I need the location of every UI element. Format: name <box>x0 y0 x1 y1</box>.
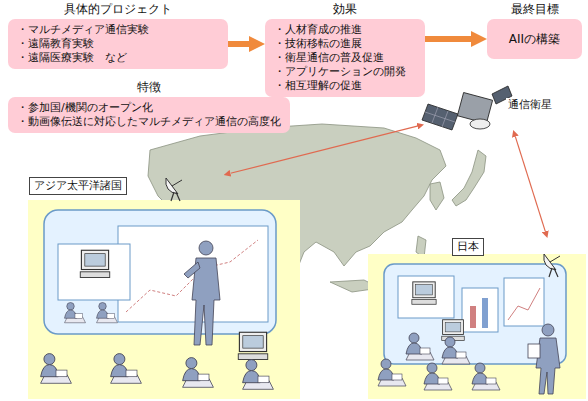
pink-box: ・マルチメディア通信実験・遠隔教育実験・遠隔医療実験 など <box>8 19 228 69</box>
flow-arrow <box>228 41 249 47</box>
bullet-text: ・アプリケーションの開発 <box>274 65 416 79</box>
asia-panel: アジア太平洋諸国 <box>25 175 300 399</box>
student-figure <box>183 358 214 388</box>
screen-frame <box>384 264 566 364</box>
remote-pc <box>80 250 109 277</box>
satellite-label: 通信衛星 <box>506 98 554 112</box>
bullet-text: ・遠隔医療実験 など <box>17 51 219 65</box>
pink-box: ・参加国/機関のオープン化・動画像伝送に対応したマルチメディア通信の高度化 <box>8 97 290 133</box>
peninsula-shape <box>430 182 444 210</box>
student-figure <box>378 359 406 386</box>
region-label: 日本 <box>452 238 484 256</box>
region-label: アジア太平洋諸国 <box>29 177 127 195</box>
link-line <box>515 137 545 232</box>
pink-box: AIIの構築 <box>487 19 582 59</box>
student-figure <box>111 354 142 384</box>
goal-box: 最終目標 AIIの構築 <box>487 2 582 59</box>
satellite-picture <box>422 86 512 130</box>
flow-arrow <box>425 36 471 42</box>
student-figure <box>472 363 500 390</box>
video-window <box>58 244 130 300</box>
remote-pc <box>412 282 436 304</box>
heading-text: 効果 <box>265 2 425 17</box>
bullet-text: ・遠隔教育実験 <box>17 37 219 51</box>
panel-grid <box>425 107 455 127</box>
effect-box: 効果・人材育成の推進・技術移転の進展・衛星通信の普及促進・アプリケーションの開発… <box>265 2 425 97</box>
bullet-text: ・衛星通信の普及促進 <box>274 51 416 65</box>
desk-pc <box>238 332 267 359</box>
japan-island-shape <box>452 150 486 206</box>
satellite-dish <box>470 119 490 129</box>
bullet-text: ・参加国/機関のオープン化 <box>17 101 281 115</box>
bullet-text: ・動画像伝送に対応したマルチメディア通信の高度化 <box>17 115 281 129</box>
student-figure <box>65 303 86 323</box>
japan-classroom <box>368 254 586 399</box>
student-figure <box>41 354 72 384</box>
satellite-node: 通信衛星 <box>424 82 584 130</box>
bullet-text: ・マルチメディア通信実験 <box>17 23 219 37</box>
link-line <box>230 126 417 173</box>
screen-chart <box>504 278 544 326</box>
bullet-text: ・技術移転の進展 <box>274 37 416 51</box>
bullet-text: ・人材育成の推進 <box>274 23 416 37</box>
solar-panel <box>422 104 458 130</box>
teacher-figure <box>528 324 560 394</box>
student-figure <box>406 333 434 360</box>
student-figure <box>243 360 274 390</box>
teacher-figure <box>184 241 220 345</box>
chart-line <box>126 240 258 312</box>
screen-chart <box>462 288 498 332</box>
bullet-text: ・相互理解の促進 <box>274 79 416 93</box>
screen-chart <box>118 226 268 322</box>
asia-antenna <box>166 178 182 201</box>
student-figure <box>97 303 118 323</box>
chart-line <box>508 288 540 320</box>
pink-box: ・人材育成の推進・技術移転の進展・衛星通信の普及促進・アプリケーションの開発・相… <box>265 19 425 97</box>
japan-antenna <box>544 254 560 277</box>
video-window <box>398 276 454 318</box>
classroom-ground <box>368 254 586 399</box>
heading-text: 具体的プロジェクト <box>8 2 228 17</box>
asia-classroom <box>28 178 300 399</box>
classroom-ground <box>28 200 300 399</box>
screen-frame <box>44 210 276 334</box>
student-figure <box>424 363 452 390</box>
feature-box: 特徴・参加国/機関のオープン化・動画像伝送に対応したマルチメディア通信の高度化 <box>8 80 290 133</box>
heading-text: 最終目標 <box>487 2 582 17</box>
goal-text: AIIの構築 <box>496 32 573 46</box>
chart-bar <box>482 298 488 328</box>
project-box: 具体的プロジェクト・マルチメディア通信実験・遠隔教育実験・遠隔医療実験 など <box>8 2 228 69</box>
student-figure <box>442 337 470 364</box>
japan-panel: 日本 <box>366 238 584 399</box>
desk-pc <box>442 320 465 341</box>
chart-bar <box>470 306 476 328</box>
satellite-body <box>457 93 492 124</box>
heading-text: 特徴 <box>8 80 290 95</box>
